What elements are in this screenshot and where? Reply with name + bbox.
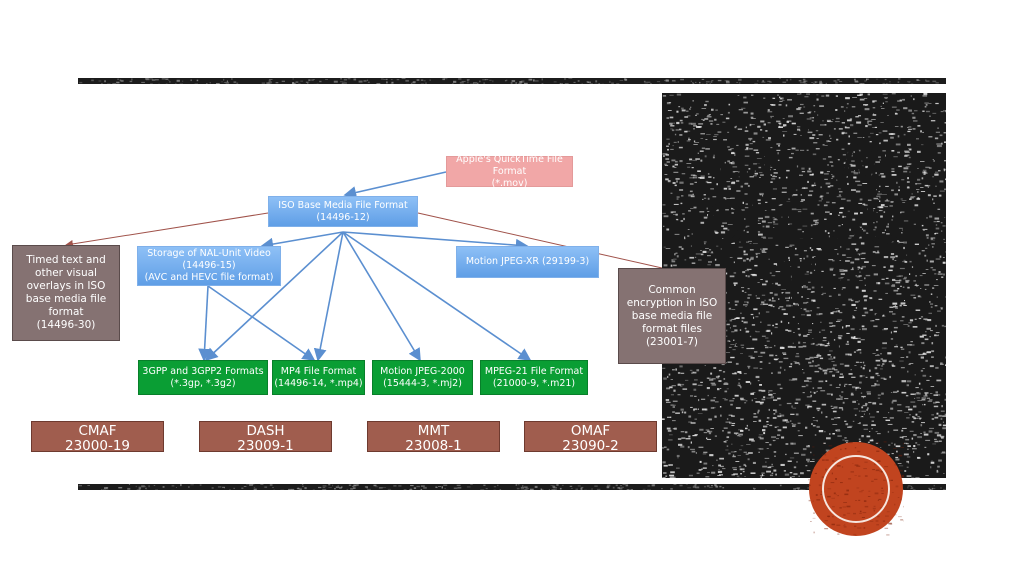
quicktime-box: Apple's QuickTime File Format(*.mov) (446, 154, 573, 189)
format-box-mjpeg2000: Motion JPEG-2000(15444-3, *.mj2) (372, 360, 473, 395)
format-box-mpeg21: MPEG-21 File Format(21000-9, *.m21) (480, 360, 588, 395)
arrow-isobmff-to-nal (260, 231, 344, 251)
arrow-quicktime-to-isobmff (343, 171, 447, 199)
arrow-isobmff-to-mpeg21 (342, 231, 532, 361)
format-box-mp4: MP4 File Format(14496-14, *.mp4) (272, 360, 365, 395)
arrow-isobmff-to-mp4 (313, 231, 344, 362)
format-box-3gpp: 3GPP and 3GPP2 Formats(*.3gp, *.3g2) (138, 360, 268, 395)
mjpeg-xr-box: Motion JPEG-XR (29199-3) (456, 246, 599, 278)
nal-video-box: Storage of NAL-Unit Video(14496-15)(AVC … (137, 246, 281, 286)
arrow-nal-to-3gpp (198, 285, 211, 362)
slide-title: THE WHOLE SUITE (700, 132, 923, 317)
arrow-isobmff-to-3gpp (204, 231, 344, 362)
arrow-nal-to-mp4 (207, 285, 316, 361)
arrow-isobmff-to-timed-text (65, 212, 269, 248)
line-isobmff-to-encryption (417, 212, 663, 269)
orange-circle-ring-icon (808, 441, 908, 537)
arrow-isobmff-to-mjpegxr (342, 231, 529, 252)
top-rule (78, 78, 946, 84)
arrow-isobmff-to-mjpeg2000 (342, 231, 421, 362)
isobmff-box: ISO Base Media File Format(14496-12) (268, 196, 418, 227)
